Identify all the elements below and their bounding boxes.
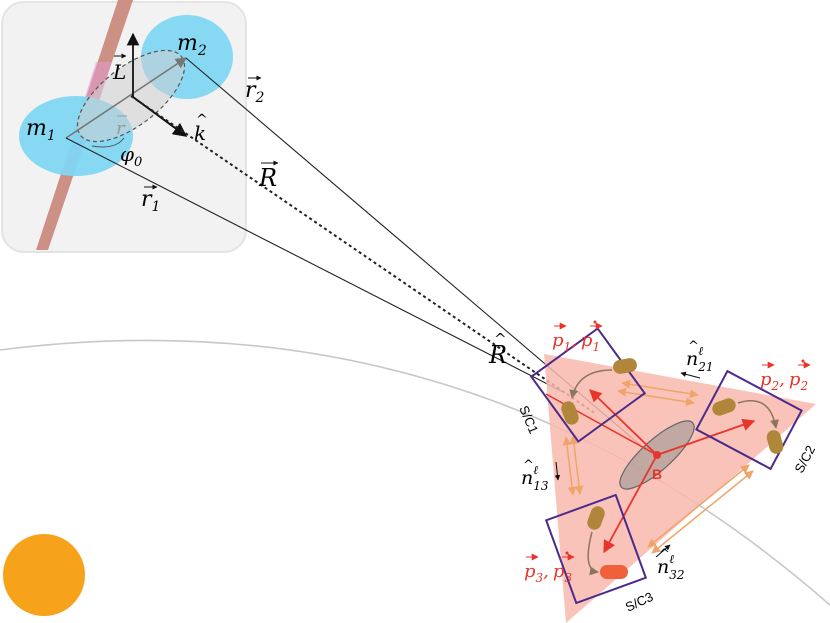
r2-subscript: 2 xyxy=(255,90,265,106)
p1-comma: , xyxy=(571,330,577,351)
m2-subscript: 2 xyxy=(197,43,207,59)
p3-label-group: p3,p3 xyxy=(524,551,575,585)
n13-sup: ℓ xyxy=(533,463,538,477)
momentum-arrows xyxy=(545,389,756,554)
r1-line xyxy=(65,137,566,394)
R-line xyxy=(130,95,597,415)
phi-label: φ xyxy=(120,142,134,166)
lisa-triangle xyxy=(544,354,816,623)
n32-sup: ℓ xyxy=(669,552,674,566)
separation-vector xyxy=(65,57,187,139)
svg-text:p3,p3: p3,p3 xyxy=(524,561,572,585)
p2-comma: , xyxy=(779,369,785,390)
p2-sub: 2 xyxy=(771,379,780,393)
p2-label: p xyxy=(760,369,772,390)
svg-text:p2,p2: p2,p2 xyxy=(760,369,808,393)
r2-label: r xyxy=(245,78,257,103)
svg-text:^: ^ xyxy=(659,547,670,562)
test-mass-3a xyxy=(587,506,605,530)
phase-angle-arc xyxy=(91,137,125,148)
svg-text:p1,p1: p1,p1 xyxy=(552,330,600,354)
m1-subscript: 1 xyxy=(47,128,56,144)
svg-text:^: ^ xyxy=(523,458,534,473)
p1-dot-sub: 1 xyxy=(592,340,600,354)
sun-icon xyxy=(3,534,85,616)
L-label: L xyxy=(112,60,126,84)
p2-label-group: p2,p2 xyxy=(760,359,811,393)
svg-text:r1: r1 xyxy=(141,187,160,215)
spacecraft-1 xyxy=(529,327,647,443)
n32-label-group: nℓ 32 ^ xyxy=(655,544,685,582)
n13-label: n xyxy=(521,467,533,489)
spacecraft-3 xyxy=(544,493,648,605)
p1-label: p xyxy=(552,330,564,351)
binary-panel: m1 m2 L r k ^ φ0 xyxy=(1,0,247,253)
p1-label-group: p1,p1 xyxy=(552,320,603,354)
p1-sub: 1 xyxy=(564,340,572,354)
k-label: k xyxy=(194,121,206,145)
r1-subscript: 1 xyxy=(152,199,161,215)
n21-label: n xyxy=(686,348,698,370)
svg-text:r2: r2 xyxy=(245,78,265,106)
r1-label: r xyxy=(141,187,153,212)
test-mass-3b xyxy=(600,565,628,579)
p3-comma: , xyxy=(543,561,549,582)
p3-sub: 3 xyxy=(536,571,544,585)
p1-dot-label: p xyxy=(581,330,593,351)
B-label: B xyxy=(652,466,662,482)
p2-dot-sub: 2 xyxy=(799,379,808,393)
test-mass-1b xyxy=(561,401,579,425)
m1-label: m xyxy=(26,116,47,141)
sc1-label: S/C1 xyxy=(516,403,541,435)
svg-text:^: ^ xyxy=(688,339,699,354)
n13-sub: 13 xyxy=(533,479,549,493)
svg-text:m1: m1 xyxy=(26,116,56,144)
n21-sub: 21 xyxy=(697,360,713,374)
m2-label: m xyxy=(177,31,198,56)
r-label: r xyxy=(116,118,126,139)
svg-text:^: ^ xyxy=(196,112,208,128)
p3-dot-sub: 3 xyxy=(564,571,572,585)
phi-subscript: 0 xyxy=(134,155,142,170)
R-label: R xyxy=(258,164,277,192)
svg-text:φ0: φ0 xyxy=(120,142,142,170)
n21-label-group: nℓ 21 ^ xyxy=(680,339,714,379)
sc2-label: S/C2 xyxy=(791,443,818,476)
p3-dot-label: p xyxy=(553,561,565,582)
test-mass-2a xyxy=(712,398,736,416)
R-hat-label: R xyxy=(488,341,507,369)
svg-text:m2: m2 xyxy=(177,31,207,59)
svg-text:^: ^ xyxy=(494,330,507,348)
spacecraft-2 xyxy=(695,369,803,471)
test-mass-2b xyxy=(766,430,784,454)
laser-links xyxy=(562,379,754,554)
p3-label: p xyxy=(524,561,536,582)
n13-label-group: nℓ 13 ^ xyxy=(521,458,561,493)
sc3-label: S/C3 xyxy=(623,589,656,615)
p2-dot-label: p xyxy=(789,369,801,390)
n32-sub: 32 xyxy=(669,568,684,582)
n21-sup: ℓ xyxy=(698,344,703,358)
n32-label: n xyxy=(657,556,669,578)
test-mass-1a xyxy=(613,358,637,374)
